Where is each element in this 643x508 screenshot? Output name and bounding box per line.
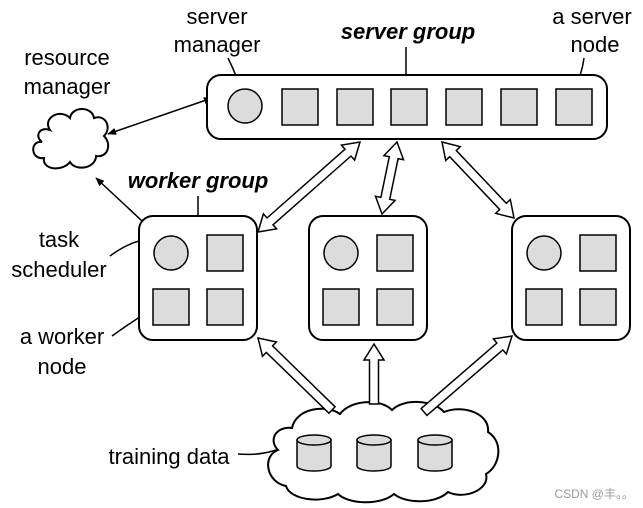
server-manager-label: server manager: [174, 4, 261, 57]
database-icon: [417, 434, 453, 472]
worker-node-label: a worker node: [20, 324, 104, 379]
resource-manager-label-line1: resource: [24, 45, 110, 70]
worker-node: [206, 234, 244, 272]
task-scheduler-label: task scheduler: [11, 227, 106, 282]
server-manager-label-line2: manager: [174, 32, 261, 57]
worker-group-label: worker group: [128, 168, 269, 193]
resource-server-arrow: [107, 97, 213, 135]
database-icon: [356, 434, 392, 472]
task-scheduler-label-line2: scheduler: [11, 257, 106, 282]
data-worker1-arrow: [256, 337, 337, 415]
server-manager-label-line1: server: [186, 4, 247, 29]
training-data-label: training data: [108, 444, 230, 469]
server-group-label: server group: [341, 19, 476, 44]
worker-node-label-line1: a worker: [20, 324, 104, 349]
server-manager-node-icon: [227, 88, 263, 124]
resource-manager-label-line2: manager: [24, 74, 111, 99]
task-scheduler-node-icon: [323, 235, 359, 271]
database-icon: [296, 434, 332, 472]
server-node: [555, 88, 593, 126]
server-node: [500, 88, 538, 126]
server-node: [281, 88, 319, 126]
data-worker3-arrow: [420, 335, 514, 417]
worker-node: [152, 288, 190, 326]
server-worker1-arrow: [256, 141, 362, 233]
worker-node-label-line2: node: [38, 354, 87, 379]
server-node: [390, 88, 428, 126]
server-worker2-arrow: [374, 140, 405, 216]
worker-node: [525, 288, 563, 326]
server-node-label-line2: node: [571, 32, 620, 57]
server-node: [445, 88, 483, 126]
data-worker2-arrow: [362, 342, 386, 405]
worker-node: [376, 234, 414, 272]
worker-node: [206, 288, 244, 326]
worker-node: [579, 234, 617, 272]
task-scheduler-node-icon: [526, 235, 562, 271]
worker-node: [322, 288, 360, 326]
server-node-label-line1: a server: [552, 4, 631, 29]
resource-manager-label: resource manager: [24, 45, 111, 99]
hollow-arrows: [256, 140, 515, 417]
resource-manager-cloud-icon: [32, 108, 110, 170]
server-worker3-arrow: [441, 140, 515, 220]
watermark: CSDN @丰。。: [554, 487, 634, 501]
server-node: [336, 88, 374, 126]
worker-node: [376, 288, 414, 326]
task-scheduler-label-line1: task: [39, 227, 80, 252]
task-scheduler-node-icon: [153, 235, 189, 271]
server-node-label: a server node: [552, 4, 631, 57]
worker-node: [579, 288, 617, 326]
